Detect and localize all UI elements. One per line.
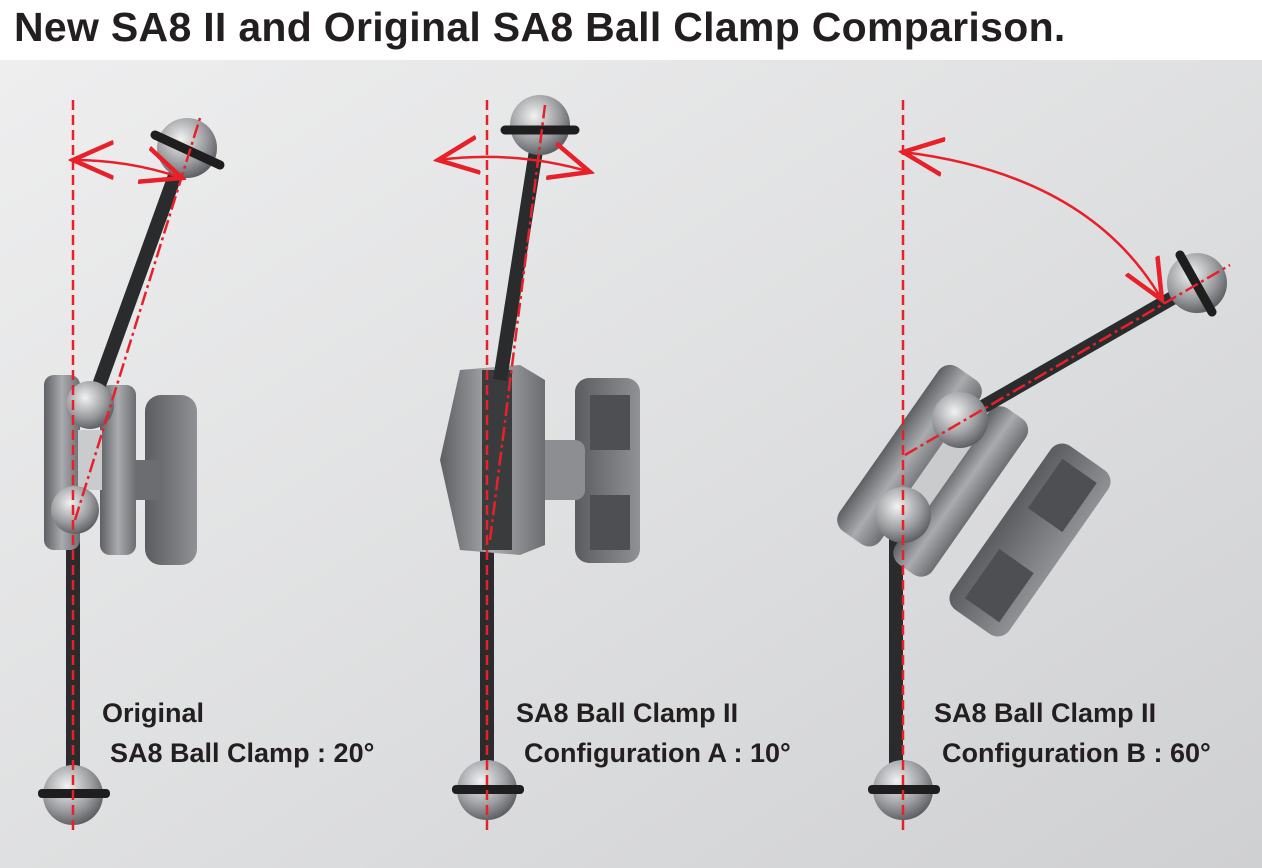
panel-3-label-line2: Configuration B : 60° bbox=[942, 738, 1211, 768]
panel-config-b bbox=[837, 100, 1231, 830]
upper-arm bbox=[83, 145, 192, 413]
angle-arc-20 bbox=[73, 160, 182, 178]
panel-config-a bbox=[438, 95, 640, 830]
panel-2-label-line1: SA8 Ball Clamp II bbox=[516, 698, 739, 728]
panel-1-label-line2: SA8 Ball Clamp : 20° bbox=[110, 738, 375, 768]
panel-1-label-line1: Original bbox=[102, 698, 205, 728]
angle-arc-60 bbox=[903, 152, 1162, 300]
knob bbox=[145, 395, 197, 565]
clamp-comparison-illustration bbox=[0, 60, 1262, 868]
knob bbox=[949, 443, 1111, 637]
upper-arm bbox=[956, 278, 1199, 427]
angle-arc-10 bbox=[438, 157, 590, 172]
panel-3-label-line1: SA8 Ball Clamp II bbox=[934, 698, 1157, 728]
arm-guide-line bbox=[73, 117, 202, 521]
panel-original-clamp bbox=[38, 100, 225, 830]
panel-2-label-line2: Configuration A : 10° bbox=[524, 738, 791, 768]
page-title: New SA8 II and Original SA8 Ball Clamp C… bbox=[14, 4, 1066, 50]
